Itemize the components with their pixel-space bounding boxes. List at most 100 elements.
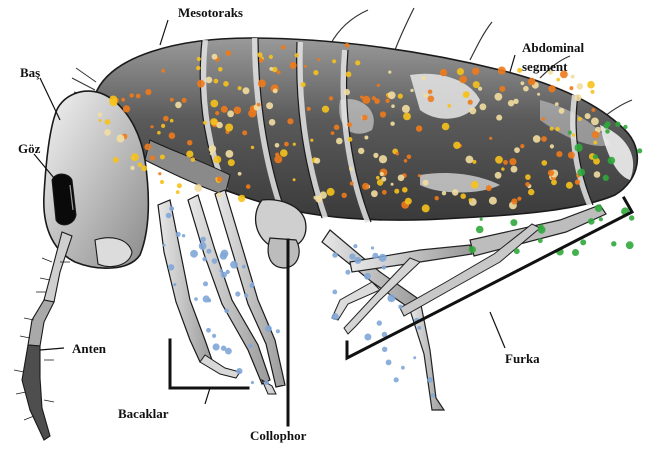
label-abdominal-line1: Abdominal: [522, 40, 585, 55]
particle-dot: [238, 86, 242, 90]
particle-dot: [269, 67, 273, 71]
particle-dot: [187, 140, 192, 145]
particle-dot: [556, 151, 562, 157]
particle-dot: [495, 93, 503, 101]
particle-dot: [203, 281, 208, 286]
particle-dot: [276, 329, 280, 333]
particle-dot: [182, 98, 187, 103]
particle-dot: [387, 294, 395, 302]
particle-dot: [332, 59, 336, 63]
particle-dot: [258, 52, 263, 57]
particle-dot: [234, 107, 242, 115]
particle-dot: [396, 152, 399, 155]
particle-dot: [386, 360, 392, 366]
particle-dot: [398, 94, 403, 99]
label-abdominal-line2: segment: [522, 59, 568, 74]
particle-dot: [218, 67, 223, 72]
particle-dot: [355, 60, 360, 65]
particle-dot: [169, 206, 174, 211]
particle-dot: [377, 179, 383, 185]
particle-dot: [166, 213, 172, 219]
particle-dot: [608, 157, 616, 165]
particle-dot: [213, 343, 220, 350]
particle-dot: [257, 103, 261, 107]
label-collophor: Collophor: [250, 428, 307, 443]
particle-dot: [416, 125, 422, 131]
particle-dot: [163, 244, 166, 247]
particle-dot: [372, 96, 376, 100]
particle-dot: [388, 71, 391, 74]
particle-dot: [431, 393, 435, 397]
particle-dot: [629, 215, 634, 220]
particle-dot: [364, 334, 371, 341]
particle-dot: [225, 124, 233, 132]
particle-dot: [150, 155, 155, 160]
label-goz: Göz: [18, 141, 41, 156]
particle-dot: [489, 197, 497, 205]
particle-dot: [548, 170, 554, 176]
particle-dot: [219, 269, 223, 273]
particle-dot: [572, 133, 575, 136]
particle-dot: [372, 253, 378, 259]
particle-dot: [221, 106, 228, 113]
particle-dot: [453, 142, 460, 149]
particle-dot: [476, 226, 484, 234]
particle-dot: [104, 129, 111, 136]
particle-dot: [603, 175, 609, 181]
particle-dot: [442, 123, 450, 131]
particle-dot: [329, 96, 333, 100]
particle-dot: [244, 294, 248, 298]
particle-dot: [555, 102, 559, 106]
particle-dot: [123, 105, 130, 112]
particle-dot: [169, 132, 176, 139]
particle-dot: [542, 117, 546, 121]
particle-dot: [209, 145, 217, 153]
particle-dot: [161, 69, 165, 73]
particle-dot: [459, 76, 467, 84]
particle-dot: [242, 265, 246, 269]
particle-dot: [394, 377, 399, 382]
particle-dot: [533, 135, 541, 143]
particle-dot: [251, 282, 254, 285]
particle-dot: [113, 157, 119, 163]
particle-dot: [202, 257, 207, 262]
particle-dot: [588, 218, 595, 225]
particle-dot: [495, 156, 503, 164]
particle-dot: [314, 196, 318, 200]
particle-dot: [332, 313, 339, 320]
particle-dot: [452, 189, 459, 196]
particle-dot: [442, 191, 446, 195]
particle-dot: [207, 298, 211, 302]
particle-dot: [587, 81, 595, 89]
particle-dot: [377, 320, 382, 325]
particle-dot: [221, 346, 226, 351]
particle-dot: [575, 144, 583, 152]
particle-dot: [242, 130, 247, 135]
particle-dot: [623, 125, 627, 129]
particle-dot: [259, 58, 264, 63]
particle-dot: [194, 184, 202, 192]
particle-dot: [566, 182, 573, 189]
particle-dot: [604, 123, 609, 128]
particle-dot: [248, 344, 252, 348]
particle-dot: [572, 249, 579, 256]
particle-dot: [322, 106, 329, 113]
particle-dot: [203, 121, 207, 125]
particle-dot: [550, 127, 554, 131]
particle-dot: [334, 125, 340, 131]
particle-dot: [594, 171, 601, 178]
particle-dot: [199, 242, 207, 250]
particle-dot: [514, 248, 520, 254]
particle-dot: [537, 93, 540, 96]
particle-dot: [170, 119, 174, 123]
particle-dot: [404, 159, 408, 163]
particle-dot: [227, 110, 234, 117]
particle-dot: [347, 122, 352, 127]
particle-dot: [371, 246, 374, 249]
eye: [52, 174, 76, 225]
particle-dot: [571, 75, 575, 79]
particle-dot: [236, 368, 242, 374]
particle-dot: [371, 190, 378, 197]
particle-dot: [542, 160, 548, 166]
particle-dot: [287, 118, 293, 124]
